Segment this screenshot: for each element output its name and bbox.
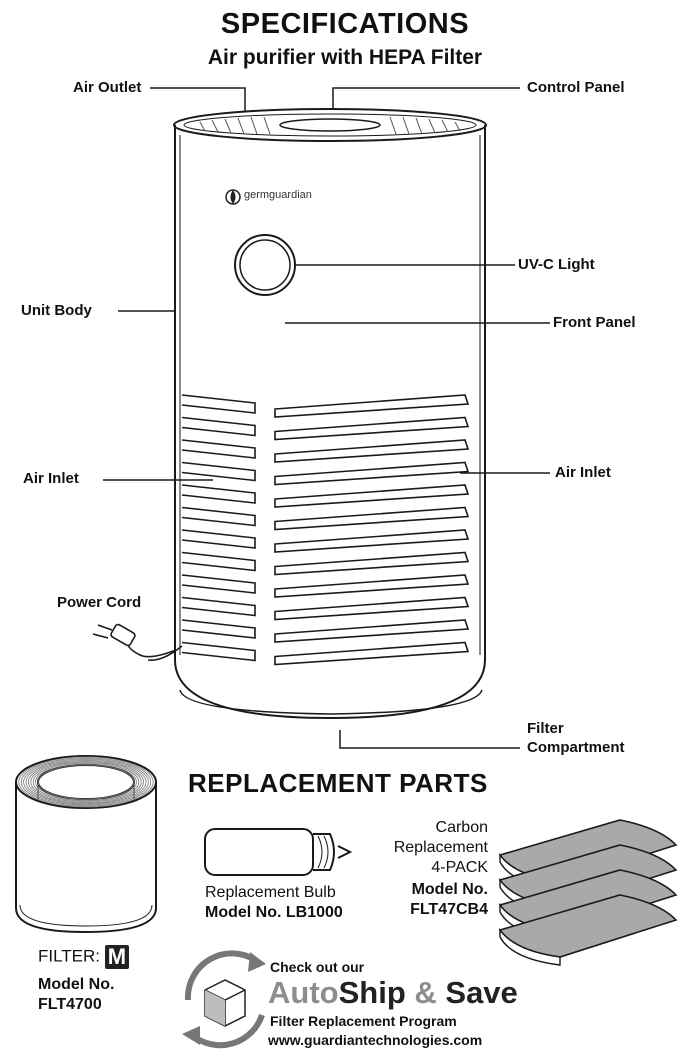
promo-program: Filter Replacement Program (270, 1013, 457, 1029)
carbon-line3: 4-PACK (431, 859, 488, 876)
vent-slot-right (274, 596, 470, 621)
vent-slot-left (181, 529, 256, 549)
vent-slot-right (274, 574, 470, 598)
filter-label: FILTER: (38, 946, 101, 966)
carbon-model-number: FLT47CB4 (410, 901, 488, 918)
vent-slot-left (181, 461, 256, 482)
page-title: SPECIFICATIONS (220, 8, 470, 40)
label-control-panel: Control Panel (527, 79, 625, 96)
vent-slot-left (181, 416, 256, 437)
vent-slot-left (181, 484, 256, 504)
label-uv-light: UV-C Light (518, 256, 595, 273)
unit-body-outline (174, 125, 486, 720)
vent-slot-right (274, 439, 470, 463)
vent-slot-left (181, 506, 256, 527)
label-unit-body: Unit Body (21, 302, 92, 319)
outlet-hatching (199, 116, 461, 135)
label-filter-compartment-line1: Filter (527, 720, 564, 737)
promo-check: Check out our (270, 959, 365, 975)
vent-slot-right (274, 551, 470, 576)
vent-slot-left (181, 551, 256, 572)
filter-model-number: FLT4700 (38, 996, 102, 1013)
bulb-drawing (204, 828, 353, 876)
page-subtitle: Air purifier with HEPA Filter (207, 46, 483, 69)
autoship-icon (182, 950, 266, 1049)
carbon-model-label: Model No. (411, 881, 488, 898)
vent-slot-left (181, 619, 256, 639)
vent-slot-left (181, 394, 256, 414)
autoship-logo: AutoShip & Save (268, 976, 518, 1010)
vent-slot-left (181, 439, 256, 459)
label-air-inlet-right: Air Inlet (555, 464, 611, 481)
vent-slot-left (181, 641, 256, 662)
vent-slot-left (181, 574, 256, 594)
air-outlet-grille (183, 113, 477, 137)
label-air-outlet: Air Outlet (73, 79, 142, 96)
filter-model-label: Model No. (38, 976, 115, 993)
vent-slot-right (274, 619, 470, 643)
top-rim (173, 108, 487, 142)
autoship-ship: Ship (338, 975, 406, 1010)
control-panel-disc (279, 118, 381, 132)
power-cord (92, 623, 183, 662)
vent-slot-left (181, 596, 256, 617)
filter-type-badge: M (104, 945, 130, 969)
vent-slot-right (274, 641, 470, 666)
filter-label-row: FILTER: M (38, 945, 130, 969)
autoship-amp: & (405, 975, 446, 1010)
carbon-pad (498, 894, 678, 966)
air-inlet-vents (181, 394, 470, 666)
hepa-filter-drawing (15, 755, 157, 934)
label-filter-compartment-line2: Compartment (527, 739, 625, 756)
label-front-panel: Front Panel (553, 314, 636, 331)
brand-name: germguardian (244, 189, 312, 201)
vent-slot-right (274, 529, 470, 553)
autoship-save: Save (445, 975, 518, 1010)
vent-slot-right (274, 461, 470, 486)
bulb-model: Model No. LB1000 (205, 904, 343, 921)
bulb-name: Replacement Bulb (205, 884, 336, 901)
promo-url: www.guardiantechnologies.com (268, 1032, 483, 1048)
brand-logo-icon (225, 189, 241, 205)
carbon-line1: Carbon (435, 819, 488, 836)
replacement-parts-heading: REPLACEMENT PARTS (188, 768, 488, 798)
uv-light-ring (234, 234, 296, 296)
carbon-pads-drawing (498, 819, 678, 966)
vent-slot-right (274, 484, 470, 508)
carbon-line2: Replacement (393, 839, 488, 856)
vent-slot-right (274, 506, 470, 531)
label-air-inlet-left: Air Inlet (23, 470, 79, 487)
label-power-cord: Power Cord (57, 594, 142, 611)
autoship-auto: Auto (268, 975, 339, 1010)
leader-lines (103, 87, 550, 749)
vent-slot-right (274, 416, 470, 441)
vent-slot-right (274, 394, 470, 418)
